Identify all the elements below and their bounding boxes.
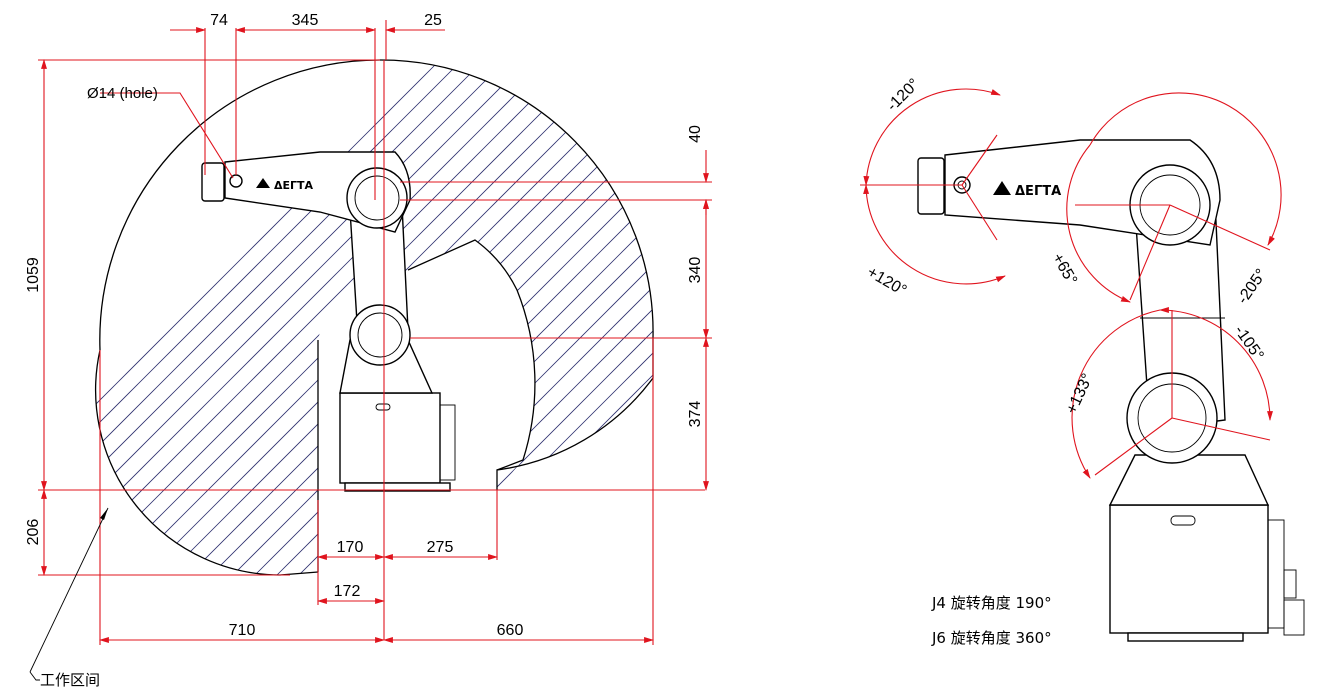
angle-j5-negative: -205° xyxy=(1234,266,1270,307)
dim-660: 660 xyxy=(497,622,524,639)
angle-j3-negative: -105° xyxy=(1231,323,1267,364)
note-j6-rotation: J6 旋转角度 360° xyxy=(931,629,1052,647)
robot-side-view-right: ΔΕΓΤΑ xyxy=(917,139,1305,642)
angle-j6-positive: +120° xyxy=(864,264,909,300)
arm-brand-lettering: ΔΕΓΤΑ xyxy=(274,179,314,192)
dim-710: 710 xyxy=(229,622,256,639)
dim-172: 172 xyxy=(334,583,361,600)
robot-base-right xyxy=(1109,504,1269,634)
dim-170: 170 xyxy=(337,539,364,556)
workspace-label: 工作区间 xyxy=(40,671,100,688)
dim-25: 25 xyxy=(424,12,442,29)
arm-brand-lettering-right: ΔΕΓΤΑ xyxy=(1015,184,1061,199)
rotation-notes: J4 旋转角度 190° J6 旋转角度 360° xyxy=(931,594,1052,647)
joint-2 xyxy=(349,304,411,366)
angle-j6-negative: -120° xyxy=(884,76,923,115)
dim-275: 275 xyxy=(427,539,454,556)
dim-340: 340 xyxy=(687,257,704,284)
dim-374: 374 xyxy=(687,401,704,428)
dim-345: 345 xyxy=(292,12,319,29)
delta-logo-icon xyxy=(256,178,270,188)
angle-j2-positive: +133° xyxy=(1063,371,1096,417)
joint-range-arcs xyxy=(860,88,1282,479)
robot-flange-right xyxy=(917,157,945,215)
dim-1059: 1059 xyxy=(25,257,42,293)
dim-206: 206 xyxy=(25,519,42,546)
joint-3 xyxy=(346,167,408,229)
left-dimension-labels: 74 345 25 1059 206 40 340 374 170 275 17… xyxy=(25,12,704,688)
angle-j5-positive: +65° xyxy=(1049,251,1080,289)
dim-74: 74 xyxy=(210,12,228,29)
dim-40: 40 xyxy=(687,125,704,143)
robot-flange xyxy=(201,162,225,202)
left-dimension-lines xyxy=(29,20,712,681)
robot-side-view-left: ΔΕΓΤΑ xyxy=(201,151,456,492)
hole-label: Ø14 (hole) xyxy=(87,85,158,102)
note-j4-rotation: J4 旋转角度 190° xyxy=(931,594,1052,612)
